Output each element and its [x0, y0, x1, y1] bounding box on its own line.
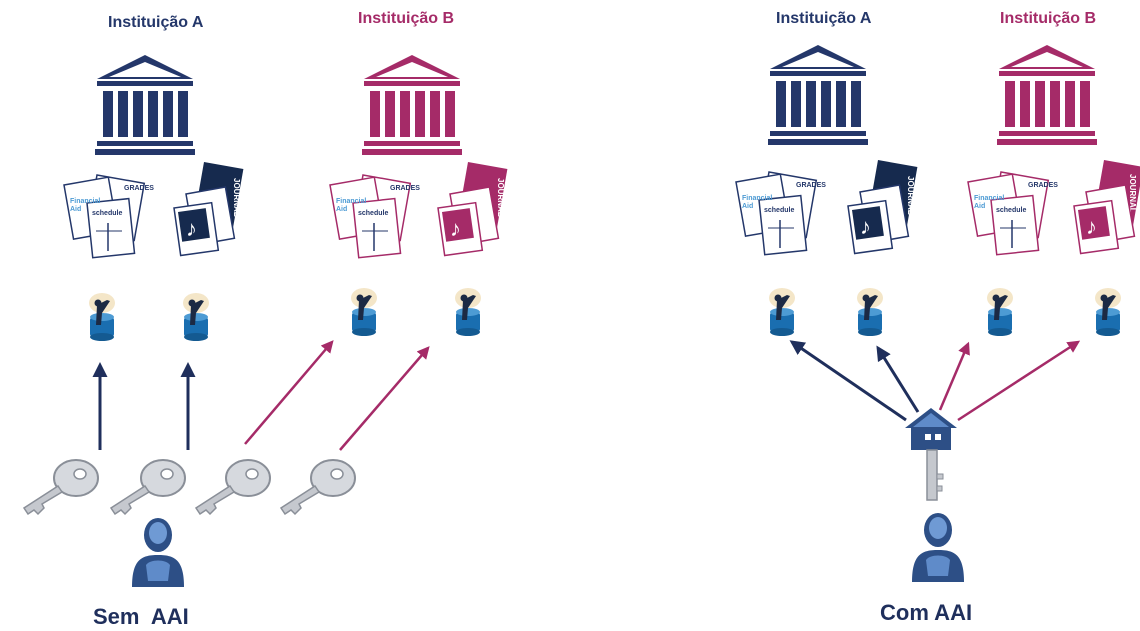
service-server-icon — [351, 288, 377, 336]
grades-label: GRADES — [1028, 182, 1058, 189]
key-icon — [280, 459, 356, 515]
key-icon — [23, 459, 99, 515]
media-stack-icon: JOURNAL ♪ — [437, 162, 508, 257]
institution-b-label: Instituição B — [358, 10, 455, 27]
aid-label: Aid — [70, 206, 81, 213]
service-server-icon — [857, 288, 883, 336]
user-icon — [912, 513, 964, 582]
financial-label: Financial — [336, 198, 366, 205]
access-arrow — [244, 340, 334, 445]
aid-label: Aid — [336, 206, 347, 213]
svg-text:♪: ♪ — [186, 216, 197, 241]
service-server-icon — [183, 293, 209, 341]
access-arrow — [339, 346, 430, 451]
institution-b-building-icon — [362, 55, 462, 155]
key-icon — [195, 459, 271, 515]
svg-text:♪: ♪ — [450, 216, 461, 241]
service-server-icon — [455, 288, 481, 336]
service-server-icon — [89, 293, 115, 341]
schedule-label: schedule — [358, 210, 388, 217]
service-server-icon — [987, 288, 1013, 336]
grades-label: GRADES — [124, 185, 154, 192]
schedule-label: schedule — [996, 207, 1026, 214]
media-stack-icon: JOURNAL ♪ — [1073, 160, 1140, 255]
institution-a-building-icon — [768, 45, 868, 145]
aid-label: Aid — [974, 203, 985, 210]
financial-label: Financial — [974, 195, 1004, 202]
document-stack-icon: GRADES Financial Aid schedule — [329, 174, 420, 259]
financial-label: Financial — [70, 198, 100, 205]
access-arrow — [876, 345, 920, 413]
journal-label: JOURNAL — [232, 178, 241, 217]
journal-label: JOURNAL — [496, 178, 505, 217]
key-icon — [110, 459, 186, 515]
media-stack-icon: JOURNAL ♪ — [173, 162, 244, 257]
institution-b-building-icon — [997, 45, 1097, 145]
financial-label: Financial — [742, 195, 772, 202]
home-key-icon — [905, 408, 957, 501]
access-arrow — [789, 340, 907, 422]
journal-label: JOURNAL — [1128, 174, 1137, 213]
institution-a-label: Instituição A — [108, 14, 204, 31]
institution-b-label: Instituição B — [1000, 10, 1097, 27]
media-stack-icon: JOURNAL ♪ — [847, 160, 918, 255]
document-stack-icon: GRADES Financial Aid schedule — [735, 171, 826, 256]
svg-text:♪: ♪ — [1086, 214, 1097, 239]
grades-label: GRADES — [390, 185, 420, 192]
document-stack-icon: GRADES Financial Aid schedule — [63, 174, 154, 259]
grades-label: GRADES — [796, 182, 826, 189]
user-icon — [132, 518, 184, 587]
journal-label: JOURNAL — [906, 176, 915, 215]
institution-a-building-icon — [95, 55, 195, 155]
schedule-label: schedule — [764, 207, 794, 214]
with-aai-caption: Com AAI — [880, 600, 973, 625]
aid-label: Aid — [742, 203, 753, 210]
schedule-label: schedule — [92, 210, 122, 217]
service-server-icon — [769, 288, 795, 336]
svg-text:♪: ♪ — [860, 214, 871, 239]
institution-a-label: Instituição A — [776, 10, 872, 27]
service-server-icon — [1095, 288, 1121, 336]
document-stack-icon: GRADES Financial Aid schedule — [967, 171, 1058, 256]
access-arrow — [957, 340, 1081, 422]
access-arrow — [938, 341, 970, 411]
without-aai-caption: Sem AAI — [93, 604, 189, 629]
